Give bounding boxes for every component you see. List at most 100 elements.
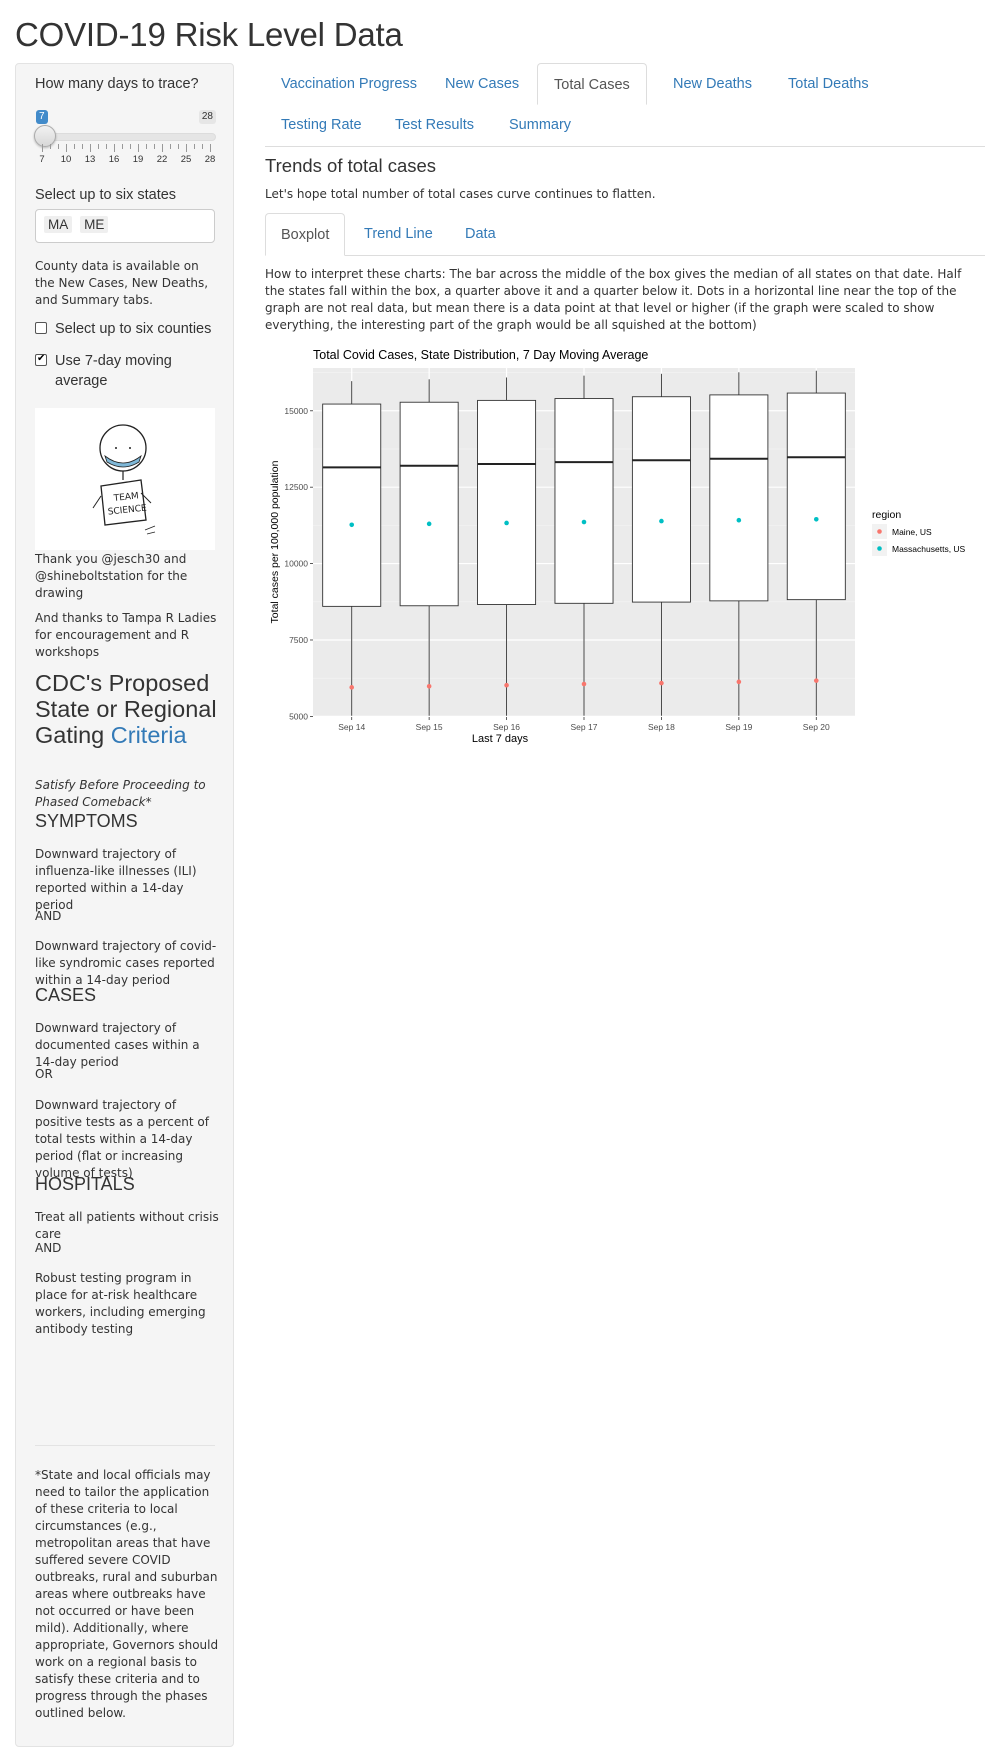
data-point (349, 685, 355, 690)
data-point (736, 679, 742, 685)
legend-dot (877, 546, 882, 551)
tab-total-cases[interactable]: Total Cases (537, 63, 647, 105)
box (631, 396, 691, 603)
cdc-criteria-title: CDC's Proposed State or Regional Gating … (35, 670, 225, 748)
drawing-sign-line1: TEAM (112, 491, 139, 504)
tab-vaccination-progress[interactable]: Vaccination Progress (281, 76, 417, 92)
app-title: COVID-19 Risk Level Data (15, 16, 403, 53)
total-cases-boxplot: Total Covid Cases, State Distribution, 7… (265, 344, 985, 749)
tab-new-deaths[interactable]: New Deaths (673, 76, 752, 92)
x-tick-label: Sep 19 (725, 722, 752, 732)
symptoms-criterion-2: Downward trajectory of covid-like syndro… (35, 939, 217, 987)
counties-checkbox[interactable] (35, 322, 47, 334)
slider-tick (202, 144, 203, 149)
slider-track[interactable] (36, 133, 216, 141)
hospitals-heading: HOSPITALS (35, 1174, 135, 1194)
tab-new-cases[interactable]: New Cases (445, 76, 520, 92)
section-title: Trends of total cases (265, 155, 437, 176)
drawing-sign-line2: SCIENCE (107, 503, 147, 517)
legend-title: region (872, 509, 901, 521)
chart-title: Total Covid Cases, State Distribution, 7… (313, 348, 648, 362)
slider-tick (50, 144, 51, 149)
moving-average-checkbox-label[interactable]: Use 7-day moving average (55, 353, 172, 389)
box (709, 394, 769, 602)
cases-heading: CASES (35, 985, 97, 1005)
y-tick-label: 10000 (284, 559, 308, 569)
criteria-link[interactable]: Criteria (110, 722, 187, 748)
thanks-drawing-text: Thank you @jesch30 and @shineboltstation… (35, 552, 188, 600)
state-chip-ma[interactable]: MA (44, 216, 73, 233)
tab-summary[interactable]: Summary (509, 117, 572, 133)
slider-tick (186, 144, 187, 152)
slider-handle[interactable] (34, 125, 56, 147)
slider-tick (178, 144, 179, 149)
data-point (504, 520, 509, 526)
thanks-tampa-text: And thanks to Tampa R Ladies for encoura… (35, 611, 217, 659)
region-points (349, 516, 819, 690)
chart-subtabs: Boxplot Trend Line Data (265, 213, 985, 256)
chart-explanation: How to interpret these charts: The bar a… (265, 267, 962, 332)
box (786, 392, 846, 601)
slider-tick-label: 7 (39, 154, 45, 165)
data-point (349, 522, 355, 528)
y-tick-label: 7500 (289, 635, 308, 645)
data-point (813, 678, 819, 683)
legend-dot (877, 529, 882, 534)
tab-total-deaths[interactable]: Total Deaths (788, 76, 869, 92)
slider-tick (210, 144, 211, 152)
data-point (426, 521, 432, 527)
slider-tick (106, 144, 107, 149)
counties-checkbox-row[interactable]: Select up to six counties (35, 319, 220, 339)
subtab-data[interactable]: Data (465, 226, 496, 242)
legend-label: Maine, US (892, 527, 932, 537)
slider-tick (114, 144, 115, 152)
cdc-subtitle: Satisfy Before Proceeding to Phased Come… (35, 778, 206, 809)
symptoms-criterion-1: Downward trajectory of influenza-like il… (35, 847, 197, 912)
x-tick-label: Sep 15 (416, 722, 443, 732)
footnote-text: *State and local officials may need to t… (35, 1468, 219, 1720)
x-tick-label: Sep 20 (803, 722, 830, 732)
symptoms-and: AND (35, 909, 62, 923)
tab-test-results[interactable]: Test Results (395, 117, 474, 133)
data-point (659, 518, 664, 524)
subtab-trend-line[interactable]: Trend Line (364, 226, 433, 242)
subtab-boxplot[interactable]: Boxplot (265, 213, 346, 256)
boxplot-svg: Total Covid Cases, State Distribution, 7… (269, 348, 966, 745)
x-tick-label: Sep 18 (648, 722, 675, 732)
data-point (504, 682, 509, 688)
slider-tick-label: 28 (204, 154, 216, 165)
cdc-title-text: CDC's Proposed State or Regional Gating (35, 670, 217, 748)
slider-tick (138, 144, 139, 152)
section-subtitle: Let's hope total number of total cases c… (265, 187, 656, 201)
cases-or: OR (35, 1067, 53, 1081)
y-tick-label: 5000 (289, 711, 308, 721)
slider-tick (194, 144, 195, 149)
data-point (581, 519, 587, 525)
state-chip-me[interactable]: ME (80, 216, 109, 233)
slider-tick (90, 144, 91, 152)
x-axis-title: Last 7 days (472, 733, 529, 745)
hospitals-criterion-2: Robust testing program in place for at-r… (35, 1271, 206, 1336)
moving-average-checkbox-row[interactable]: Use 7-day moving average (35, 351, 220, 391)
x-tick-label: Sep 16 (493, 722, 520, 732)
counties-checkbox-label[interactable]: Select up to six counties (55, 321, 212, 337)
team-science-illustration: TEAM SCIENCE (92, 424, 156, 535)
y-tick-label: 12500 (284, 482, 308, 492)
moving-average-checkbox[interactable] (35, 353, 47, 366)
states-select[interactable]: MA ME (35, 209, 215, 243)
sidebar-divider (35, 1445, 215, 1446)
slider-tick-label: 25 (180, 154, 192, 165)
tab-testing-rate[interactable]: Testing Rate (281, 117, 362, 133)
slider-tick (154, 144, 155, 149)
slider-tick (42, 144, 43, 152)
slider-tick (74, 144, 75, 149)
data-point (736, 517, 742, 523)
slider-tick (170, 144, 171, 149)
slider-tick (122, 144, 123, 149)
slider-tick (58, 144, 59, 149)
slider-tick (146, 144, 147, 149)
